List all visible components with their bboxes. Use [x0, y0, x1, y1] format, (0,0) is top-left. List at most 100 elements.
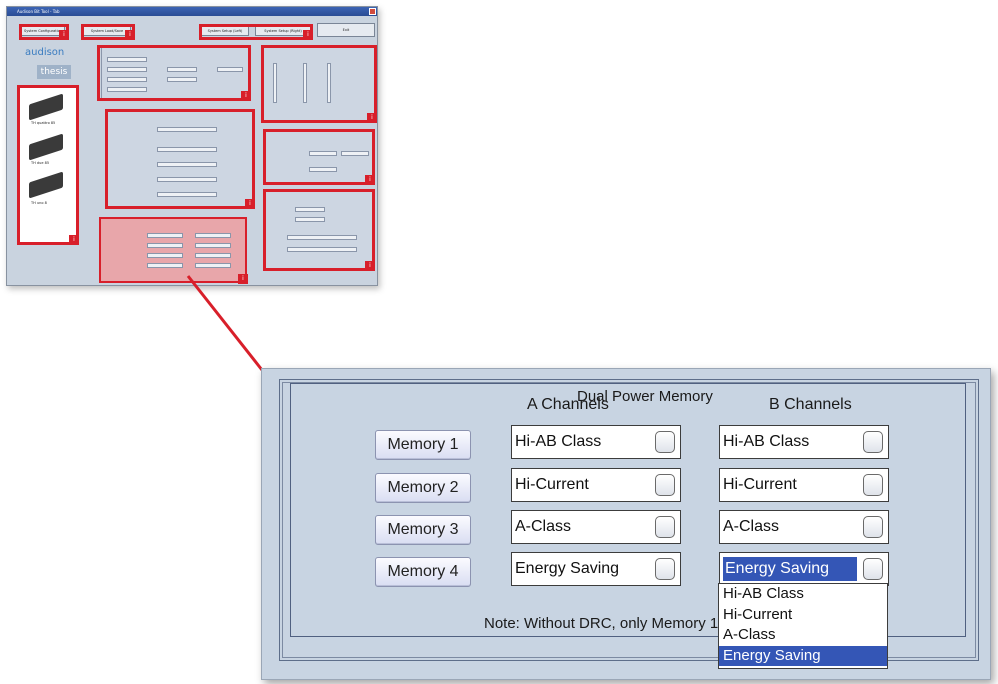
dropdown-button-icon[interactable] [863, 431, 883, 453]
memory-1-a-value: Hi-AB Class [515, 433, 602, 450]
dual-power-mini-combo[interactable] [195, 243, 231, 248]
column-header-a: A Channels [527, 396, 609, 413]
memory-3-b-select[interactable]: A-Class [719, 510, 889, 544]
dual-power-mini-combo[interactable] [147, 253, 183, 258]
memory-4-b-dropdown-list[interactable]: Hi-AB Class Hi-Current A-Class Energy Sa… [718, 583, 888, 669]
memory-4-a-select[interactable]: Energy Saving [511, 552, 681, 586]
dropdown-option[interactable]: Hi-Current [723, 605, 793, 623]
power-field[interactable] [309, 151, 337, 156]
status-value [295, 207, 325, 212]
status-value [287, 247, 357, 252]
memory-4-a-value: Energy Saving [515, 560, 620, 577]
amplifier-label: TH uno 8 [31, 201, 47, 205]
window-titlebar: Audison Bit Tool - Tab [7, 7, 377, 16]
dual-power-mini-combo[interactable] [147, 263, 183, 268]
memory-3-a-value: A-Class [515, 518, 572, 535]
group-box-frame: Dual Power Memory A Channels B Channels … [290, 383, 966, 637]
settings-field[interactable] [107, 57, 147, 62]
settings-field[interactable] [107, 67, 147, 72]
amplifier-label: TH quattro 85 [31, 121, 56, 125]
close-icon[interactable] [369, 8, 376, 15]
dropdown-option[interactable]: Hi-AB Class [723, 585, 804, 602]
highlight-box: i [97, 45, 251, 101]
dual-power-mini-combo[interactable] [195, 253, 231, 258]
memory-2-button[interactable]: Memory 2 [375, 473, 471, 503]
highlight-box: i [261, 45, 377, 123]
crossover-slider[interactable] [327, 63, 331, 103]
column-header-b: B Channels [769, 396, 852, 413]
highlight-tag: i [69, 235, 79, 245]
dual-power-memory-mini [101, 219, 245, 281]
crossover-slider[interactable] [303, 63, 307, 103]
dropdown-button-icon[interactable] [863, 558, 883, 580]
dropdown-button-icon[interactable] [655, 558, 675, 580]
app-window-thumbnail: Audison Bit Tool - Tab System Configurat… [6, 6, 378, 286]
status-value [287, 235, 357, 240]
memory-4-b-select[interactable]: Energy Saving [719, 552, 889, 586]
dual-power-mini-combo[interactable] [147, 233, 183, 238]
highlight-tag: i [367, 113, 377, 123]
highlight-box: i [199, 24, 313, 40]
thesis-logo: thesis [37, 65, 71, 79]
dropdown-button-icon[interactable] [863, 516, 883, 538]
settings-field[interactable] [217, 67, 243, 72]
exit-button[interactable]: Exit [317, 23, 375, 37]
dropdown-option[interactable]: A-Class [723, 626, 776, 643]
highlight-tag: i [238, 274, 248, 284]
group-title: Dual Power Memory [575, 388, 715, 405]
settings-field[interactable] [107, 77, 147, 82]
amplifier-label: TH due 85 [31, 161, 50, 165]
highlight-box: i [81, 24, 135, 40]
memory-3-b-value: A-Class [723, 518, 780, 535]
power-field[interactable] [309, 167, 337, 172]
input-slider[interactable] [157, 127, 217, 132]
input-slider[interactable] [157, 192, 217, 197]
highlight-tag: i [125, 30, 135, 40]
highlight-box: i [263, 189, 375, 271]
memory-4-b-value: Energy Saving [723, 557, 857, 581]
input-slider[interactable] [157, 147, 217, 152]
highlight-tag: i [365, 175, 375, 185]
power-panel [265, 131, 373, 183]
memory-1-b-value: Hi-AB Class [723, 433, 810, 450]
input-slider[interactable] [157, 177, 217, 182]
crossover-panel [263, 47, 375, 121]
settings-field[interactable] [107, 87, 147, 92]
audison-logo: audison [25, 47, 65, 58]
dropdown-button-icon[interactable] [655, 431, 675, 453]
memory-2-b-value: Hi-Current [723, 476, 797, 493]
memory-3-button[interactable]: Memory 3 [375, 515, 471, 545]
highlight-box: i [19, 24, 69, 40]
crossover-slider[interactable] [273, 63, 277, 103]
highlight-tag: i [245, 199, 255, 209]
memory-2-b-select[interactable]: Hi-Current [719, 468, 889, 502]
input-slider[interactable] [157, 162, 217, 167]
outer-frame [279, 379, 979, 661]
highlight-tag: i [241, 91, 251, 101]
window-title: Audison Bit Tool - Tab [17, 9, 60, 14]
memory-4-button[interactable]: Memory 4 [375, 557, 471, 587]
dual-power-mini-combo[interactable] [147, 243, 183, 248]
dual-power-mini-combo[interactable] [195, 233, 231, 238]
memory-2-a-value: Hi-Current [515, 476, 589, 493]
settings-field[interactable] [167, 77, 197, 82]
dropdown-option-selected[interactable]: Energy Saving [719, 645, 887, 666]
highlight-tag: i [365, 261, 375, 271]
dropdown-button-icon[interactable] [863, 474, 883, 496]
memory-2-a-select[interactable]: Hi-Current [511, 468, 681, 502]
memory-3-a-select[interactable]: A-Class [511, 510, 681, 544]
status-value [295, 217, 325, 222]
highlight-box: i [263, 129, 375, 185]
memory-1-b-select[interactable]: Hi-AB Class [719, 425, 889, 459]
dual-power-mini-combo[interactable] [195, 263, 231, 268]
dropdown-button-icon[interactable] [655, 474, 675, 496]
highlight-box: i [105, 109, 255, 209]
dropdown-button-icon[interactable] [655, 516, 675, 538]
memory-1-a-select[interactable]: Hi-AB Class [511, 425, 681, 459]
settings-field[interactable] [167, 67, 197, 72]
power-field[interactable] [341, 151, 369, 156]
highlight-tag: i [59, 30, 69, 40]
dual-power-memory-panel: Dual Power Memory A Channels B Channels … [261, 368, 991, 680]
memory-1-button[interactable]: Memory 1 [375, 430, 471, 460]
drc-note: Note: Without DRC, only Memory 1 w [484, 615, 734, 632]
